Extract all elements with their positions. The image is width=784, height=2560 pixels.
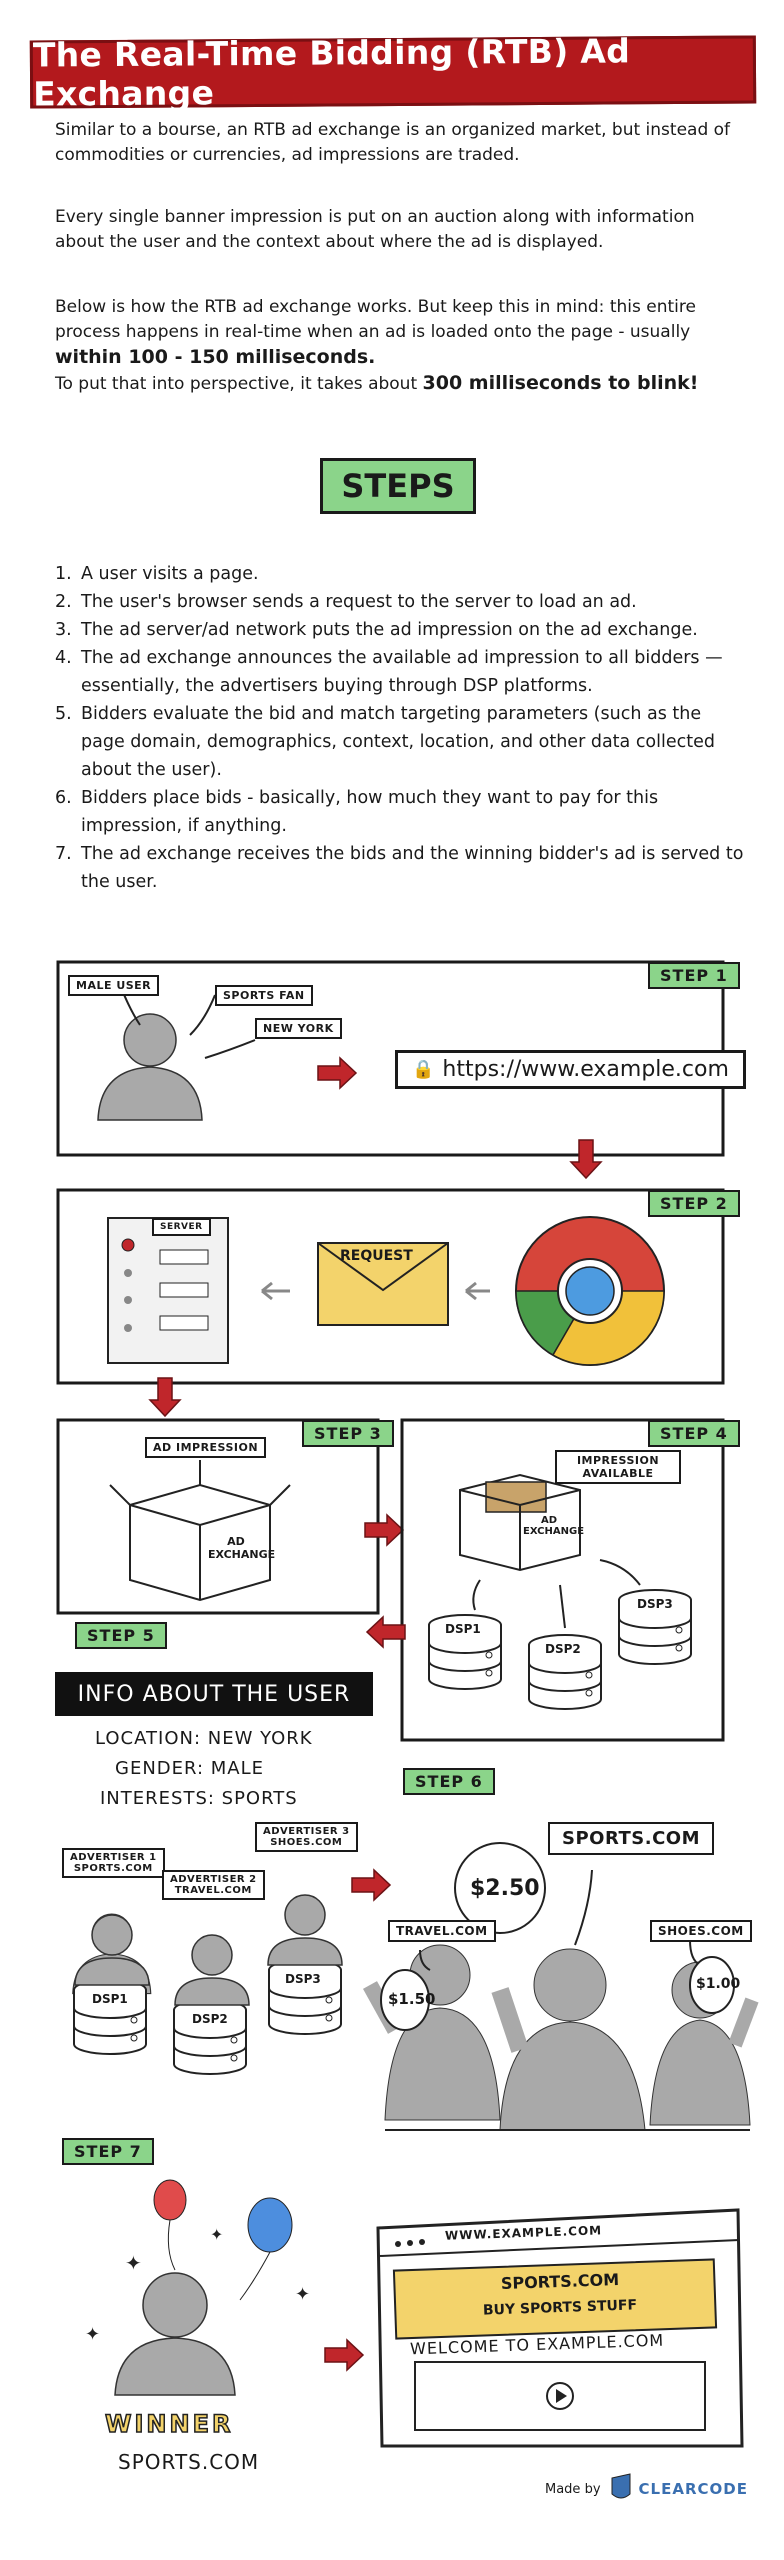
list-item: 1. A user visits a page.	[55, 560, 745, 588]
bid-site-shoes: SHOES.COM	[650, 1920, 752, 1942]
advertiser-name: ADVERTISER 2	[170, 1874, 257, 1885]
lock-icon: 🔒	[412, 1059, 435, 1080]
step-3-tag: STEP 3	[302, 1420, 394, 1447]
bid-site-travel: TRAVEL.COM	[388, 1920, 496, 1942]
advertiser-3-label: ADVERTISER 3 SHOES.COM	[255, 1822, 358, 1852]
step-number: 7.	[55, 844, 72, 864]
svg-text:✦: ✦	[295, 2284, 310, 2305]
step-2-tag: STEP 2	[648, 1190, 740, 1217]
bid-site-sports: SPORTS.COM	[548, 1822, 715, 1855]
server-label: SERVER	[152, 1218, 211, 1236]
ad-headline: SPORTS.COM	[500, 2269, 620, 2294]
list-item: 6. Bidders place bids - basically, how mu…	[55, 784, 745, 840]
new-york-label: NEW YORK	[255, 1018, 342, 1039]
intro-paragraph-3: Below is how the RTB ad exchange works. …	[55, 295, 735, 397]
request-label: REQUEST	[340, 1248, 413, 1264]
advertiser-site: TRAVEL.COM	[174, 1885, 252, 1896]
bid-amount-travel: $1.50	[388, 1990, 436, 2008]
bid-amount-shoes: $1.00	[696, 1976, 741, 1992]
advertiser-name: ADVERTISER 1	[70, 1852, 157, 1863]
step-number: 2.	[55, 592, 72, 612]
advertiser-site: SHOES.COM	[270, 1837, 343, 1848]
step-number: 5.	[55, 704, 72, 724]
winner-site: SPORTS.COM	[118, 2450, 260, 2474]
step-number: 1.	[55, 564, 72, 584]
step-text: Bidders evaluate the bid and match targe…	[81, 704, 715, 780]
list-item: 4. The ad exchange announces the availabl…	[55, 644, 745, 700]
steps-list: 1. A user visits a page. 2. The user's bro…	[55, 560, 745, 896]
step-text: The ad exchange receives the bids and th…	[81, 844, 744, 892]
dsp2-label: DSP2	[545, 1642, 581, 1656]
step-text: A user visits a page.	[81, 564, 259, 584]
svg-text:✦: ✦	[125, 2251, 142, 2275]
step-4-tag: STEP 4	[648, 1420, 740, 1447]
info-about-user-title: INFO ABOUT THE USER	[55, 1672, 373, 1716]
bidder-dsp3-label: DSP3	[285, 1972, 321, 1986]
ad-impression-label: AD IMPRESSION	[145, 1437, 267, 1458]
dsp3-label: DSP3	[637, 1597, 673, 1611]
svg-text:✦: ✦	[210, 2225, 223, 2244]
step-number: 3.	[55, 620, 72, 640]
ad-exchange-box-label: AD EXCHANGE	[208, 1535, 276, 1561]
welcome-text: WELCOME TO EXAMPLE.COM	[409, 2330, 665, 2359]
step-6-tag: STEP 6	[403, 1768, 495, 1795]
winner-label: WINNER	[104, 2409, 234, 2439]
step-1-tag: STEP 1	[648, 962, 740, 989]
made-by-text: Made by	[545, 2481, 601, 2497]
list-item: 2. The user's browser sends a request to …	[55, 588, 745, 616]
male-user-label: MALE USER	[68, 975, 160, 996]
url-bar: 🔒 https://www.example.com	[395, 1050, 746, 1089]
advertiser-name: ADVERTISER 3	[263, 1826, 350, 1837]
ad-cta: BUY SPORTS STUFF	[482, 2297, 638, 2319]
intro-blink: 300 milliseconds to blink!	[422, 372, 699, 394]
sports-fan-label: SPORTS FAN	[215, 985, 313, 1006]
intro-paragraph-1: Similar to a bourse, an RTB ad exchange …	[55, 120, 731, 165]
dsp1-label: DSP1	[445, 1622, 481, 1636]
steps-heading: STEPS	[320, 458, 476, 514]
bidder-dsp1-label: DSP1	[92, 1992, 128, 2006]
advertiser-site: SPORTS.COM	[73, 1863, 153, 1874]
step-number: 6.	[55, 788, 72, 808]
advertiser-2-label: ADVERTISER 2 TRAVEL.COM	[162, 1870, 265, 1900]
browser-url: WWW.EXAMPLE.COM	[444, 2223, 603, 2243]
step-text: The user's browser sends a request to th…	[81, 592, 637, 612]
step-number: 4.	[55, 648, 72, 668]
user-location: LOCATION: NEW YORK	[95, 1728, 313, 1749]
user-interests: INTERESTS: SPORTS	[100, 1788, 298, 1809]
made-by: Made by CLEARCODE	[545, 2480, 748, 2498]
list-item: 5. Bidders evaluate the bid and match tar…	[55, 700, 745, 784]
intro-paragraph-2: Every single banner impression is put on…	[55, 207, 695, 252]
step-7-tag: STEP 7	[62, 2138, 154, 2165]
bidder-dsp2-label: DSP2	[192, 2012, 228, 2026]
intro-latency: within 100 - 150 milliseconds.	[55, 346, 376, 368]
page-title: The Real-Time Bidding (RTB) Ad Exchange	[32, 31, 631, 114]
impression-available-label: IMPRESSION AVAILABLE	[555, 1450, 681, 1484]
step-text: Bidders place bids - basically, how much…	[81, 788, 659, 836]
list-item: 3. The ad server/ad network puts the ad i…	[55, 616, 745, 644]
brand-name[interactable]: CLEARCODE	[638, 2480, 748, 2498]
user-gender: GENDER: MALE	[115, 1758, 265, 1779]
title-banner: The Real-Time Bidding (RTB) Ad Exchange	[29, 31, 757, 114]
url-text: https://www.example.com	[442, 1057, 729, 1082]
advertiser-1-label: ADVERTISER 1 SPORTS.COM	[62, 1848, 165, 1878]
step-text: The ad exchange announces the available …	[81, 648, 723, 696]
svg-text:✦: ✦	[85, 2324, 100, 2345]
step-text: The ad server/ad network puts the ad imp…	[81, 620, 698, 640]
intro-text-c: To put that into perspective, it takes a…	[55, 374, 423, 394]
bid-amount-sports: $2.50	[470, 1876, 540, 1901]
list-item: 7. The ad exchange receives the bids and …	[55, 840, 745, 896]
ad-exchange-box-label-2: AD EXCHANGE	[523, 1515, 585, 1537]
step-5-tag: STEP 5	[75, 1622, 167, 1649]
intro-text-a: Below is how the RTB ad exchange works. …	[55, 297, 696, 342]
